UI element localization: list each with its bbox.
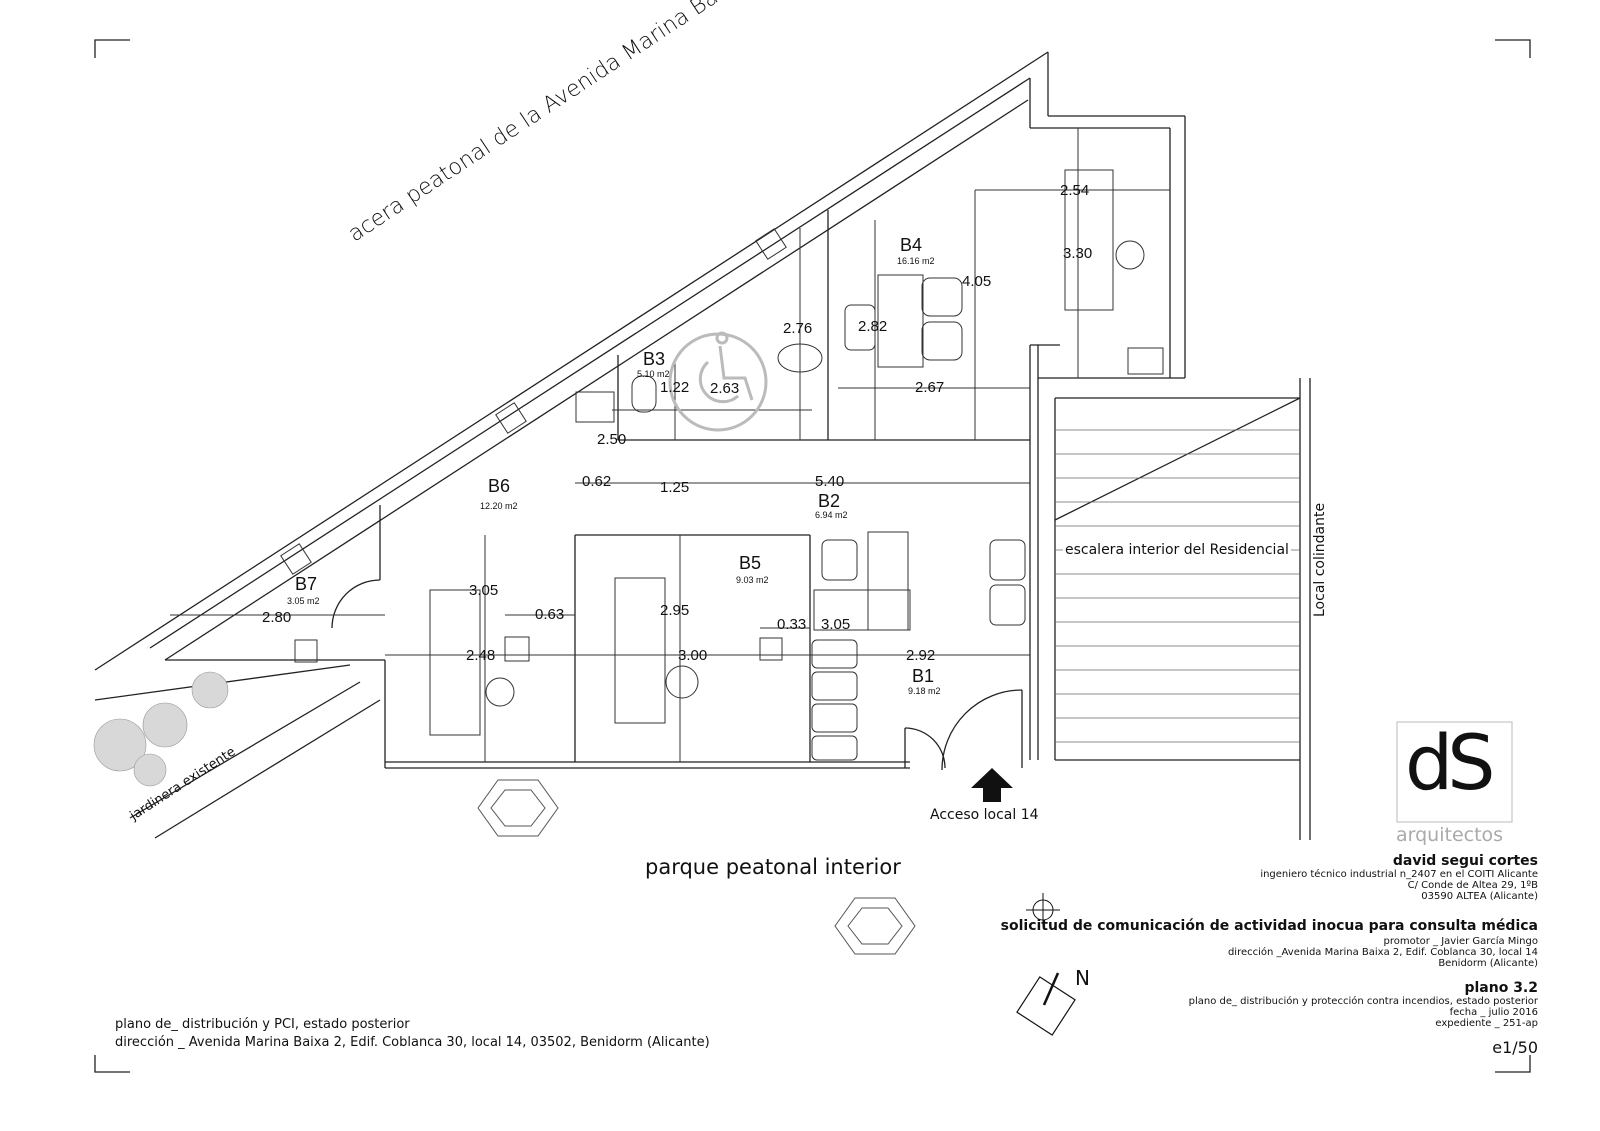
- stairs-label: escalera interior del Residencial: [1063, 542, 1291, 558]
- plan-date: fecha _ julio 2016: [1449, 1007, 1538, 1018]
- room-b2-name: B2: [818, 491, 841, 511]
- treatment-bed-b5: [614, 577, 666, 724]
- room-b5-name: B5: [739, 553, 762, 573]
- dimension-label: 1.22: [660, 379, 690, 396]
- plan-caption: plano de_ distribución y PCI, estado pos…: [115, 1017, 410, 1032]
- north-arrow-icon: [1016, 972, 1076, 1036]
- access-label: Acceso local 14: [930, 807, 1039, 823]
- author-line-1: ingeniero técnico industrial n_2407 en e…: [1260, 869, 1538, 880]
- address: dirección _Avenida Marina Baixa 2, Edif.…: [1227, 947, 1538, 958]
- room-b2-area: 6.94 m2: [815, 510, 848, 520]
- facade-inner: [149, 77, 1031, 649]
- chair-b2: [821, 539, 858, 581]
- promoter: promotor _ Javier García Mingo: [1383, 936, 1538, 947]
- chairs-b1: [989, 539, 1026, 581]
- neighbor-label: Local colindante: [1312, 502, 1328, 617]
- dimension-label: 2.95: [660, 602, 690, 619]
- room-b6-area: 12.20 m2: [480, 501, 518, 511]
- stair-treads: [1055, 429, 1300, 743]
- dimension-label: 2.48: [466, 647, 496, 664]
- logo-frame: [1396, 721, 1513, 823]
- project-title: solicitud de comunicación de actividad i…: [1000, 918, 1538, 934]
- room-b6-name: B6: [488, 476, 511, 496]
- corner-mark-tr: [1495, 39, 1531, 58]
- corner-mark-bl: [94, 1055, 130, 1073]
- dimension-label: 2.63: [710, 380, 740, 397]
- column: [294, 639, 318, 663]
- author-name: david segui cortes: [1392, 853, 1538, 869]
- dimension-label: 2.50: [597, 431, 627, 448]
- dimension-label: 5.40: [815, 473, 845, 490]
- table-b4: [1115, 240, 1145, 270]
- north-label: N: [1075, 966, 1090, 990]
- toilet-b3: [631, 375, 657, 413]
- park-label: parque peatonal interior: [645, 855, 901, 879]
- desk-b4: [877, 274, 924, 368]
- toilet-b4: [777, 343, 823, 373]
- desk-b2: [867, 531, 909, 631]
- room-b4-name: B4: [900, 235, 923, 255]
- dimension-label: 4.05: [962, 273, 992, 290]
- facade-outer: [94, 51, 1049, 671]
- dimension-label: 3.30: [1063, 245, 1093, 262]
- dimension-label: 2.67: [915, 379, 945, 396]
- dimension-label: 2.76: [783, 320, 813, 337]
- room-b1-name: B1: [912, 666, 935, 686]
- couch-b4: [1064, 169, 1114, 311]
- city: Benidorm (Alicante): [1438, 958, 1538, 969]
- tree-symbols: [477, 779, 916, 955]
- treatment-bed-b6: [429, 589, 481, 736]
- dimension-label: 0.62: [582, 473, 612, 490]
- sink-b3: [575, 391, 615, 423]
- dimension-label: 2.54: [1060, 182, 1090, 199]
- plan-scale: e1/50: [1492, 1038, 1538, 1057]
- crosshair-icon: [1026, 893, 1060, 927]
- room-b7-name: B7: [295, 574, 318, 594]
- dimension-label: 2.82: [858, 318, 888, 335]
- planter-plants: [93, 671, 229, 787]
- plan-number: plano 3.2: [1464, 980, 1538, 996]
- dimension-label: 1.25: [660, 479, 690, 496]
- dimension-label: 3.00: [678, 647, 708, 664]
- room-b7-area: 3.05 m2: [287, 596, 320, 606]
- dimension-label: 2.80: [262, 609, 292, 626]
- room-b3-name: B3: [643, 349, 666, 369]
- room-b1-area: 9.18 m2: [908, 686, 941, 696]
- dimension-label: 3.05: [821, 616, 851, 633]
- sink-b4: [1127, 347, 1164, 375]
- plan-description: plano de_ distribución y protección cont…: [1188, 996, 1538, 1007]
- author-line-3: 03590 ALTEA (Alicante): [1421, 891, 1538, 902]
- room-b4-area: 16.16 m2: [897, 256, 935, 266]
- logo-text: arquitectos: [1396, 824, 1504, 846]
- plan-address: dirección _ Avenida Marina Baixa 2, Edif…: [115, 1035, 710, 1050]
- dimension-label: 0.33: [777, 616, 807, 633]
- room-b3-area: 5.10 m2: [637, 369, 670, 379]
- chair-b4-1: [921, 277, 963, 317]
- file-number: expediente _ 251-ap: [1435, 1018, 1538, 1029]
- author-line-2: C/ Conde de Altea 29, 1ºB: [1407, 880, 1538, 891]
- dimension-label: 0.63: [535, 606, 565, 623]
- accessible-symbol: [668, 331, 768, 432]
- dimension-label: 2.92: [906, 647, 936, 664]
- room-b5-area: 9.03 m2: [736, 575, 769, 585]
- logo-letters: dS: [1405, 718, 1496, 807]
- dimension-label: 3.05: [469, 582, 499, 599]
- corner-mark-tl: [94, 39, 130, 58]
- corner-mark-br: [1495, 1055, 1531, 1073]
- access-arrow-icon: [971, 768, 1013, 802]
